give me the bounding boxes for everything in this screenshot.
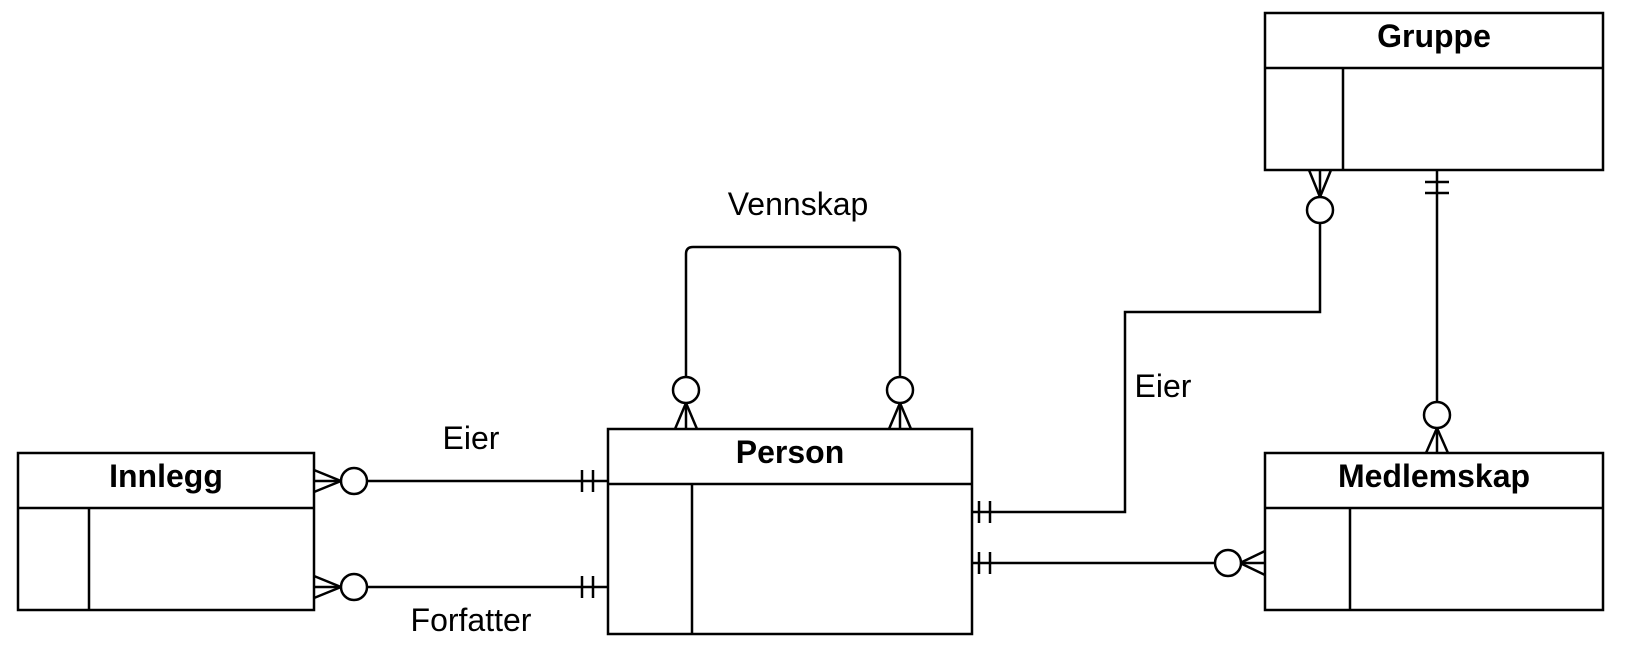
relationship-forfatter-zero-or-many-icon xyxy=(313,572,369,602)
relationship-gruppe-eier-zero-or-many-icon xyxy=(1305,169,1335,225)
entity-person-title: Person xyxy=(736,434,844,470)
entity-medlemskap-box xyxy=(1263,451,1605,612)
relationship-gruppe-medlemskap-one-only-icon xyxy=(1425,180,1449,195)
relationship-person-medlemskap[interactable] xyxy=(972,548,1266,578)
entity-gruppe[interactable]: Gruppe xyxy=(1263,11,1605,172)
entity-person[interactable]: Person xyxy=(606,427,974,636)
entity-gruppe-box xyxy=(1263,11,1605,172)
relationship-vennskap-label: Vennskap xyxy=(728,186,869,222)
entity-medlemskap[interactable]: Medlemskap xyxy=(1263,451,1605,612)
relationship-gruppe-eier-one-only-icon xyxy=(977,501,992,523)
entity-innlegg-title: Innlegg xyxy=(109,458,223,494)
entity-innlegg[interactable]: Innlegg xyxy=(16,451,316,612)
relationship-forfatter-one-only-icon xyxy=(580,576,595,598)
relationship-vennskap-left-zero-or-many-icon xyxy=(671,375,701,430)
relationship-gruppe-eier-label: Eier xyxy=(1135,368,1192,404)
relationship-gruppe-medlemskap-zero-or-many-icon xyxy=(1422,400,1452,454)
relationship-person-medlemskap-zero-or-many-icon xyxy=(1213,548,1266,578)
relationship-gruppe-eier[interactable]: Eier xyxy=(972,169,1335,523)
relationship-vennskap-line xyxy=(684,245,902,377)
relationship-gruppe-medlemskap[interactable] xyxy=(1422,170,1452,454)
relationship-vennskap[interactable]: Vennskap xyxy=(671,186,915,430)
relationship-gruppe-eier-line xyxy=(972,223,1322,514)
entity-medlemskap-title: Medlemskap xyxy=(1338,458,1530,494)
relationship-innlegg-eier-one-only-icon xyxy=(580,470,595,492)
relationship-innlegg-eier[interactable]: Eier xyxy=(313,420,608,496)
relationship-forfatter[interactable]: Forfatter xyxy=(313,572,608,638)
entity-gruppe-title: Gruppe xyxy=(1377,18,1491,54)
relationship-innlegg-eier-zero-or-many-icon xyxy=(313,466,369,496)
relationship-innlegg-eier-label: Eier xyxy=(443,420,500,456)
entity-innlegg-box xyxy=(16,451,316,612)
relationship-vennskap-right-zero-or-many-icon xyxy=(885,375,915,430)
entity-person-box xyxy=(606,427,974,636)
relationship-forfatter-label: Forfatter xyxy=(411,602,532,638)
relationship-person-medlemskap-one-only-icon xyxy=(977,552,992,574)
